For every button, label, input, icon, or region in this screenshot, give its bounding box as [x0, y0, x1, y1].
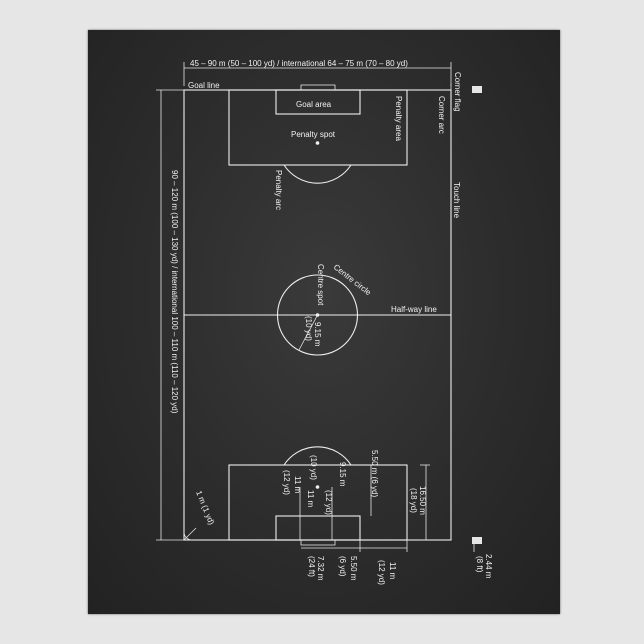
corner-radius-label: 1 m (1 yd) — [194, 489, 216, 526]
goal-area-depth-label: 5.50 m (6 yd) — [370, 450, 379, 497]
goal-line-label: Goal line — [188, 81, 220, 90]
top-penalty-spot — [316, 141, 320, 145]
spot-dist-m-label: 11 m — [293, 476, 302, 494]
penalty-arc-label: Penalty arc — [274, 170, 283, 210]
width-dimension-label: 45 – 90 m (50 – 100 yd) / international … — [190, 59, 408, 68]
penalty-depth-yd-label: (18 yd) — [409, 488, 418, 513]
length-dimension: 90 – 120 m (100 – 130 yd) / internationa… — [156, 90, 184, 540]
penalty-spot-label: Penalty spot — [291, 130, 336, 139]
bottom-penalty-spot — [316, 485, 320, 489]
chalkboard: 45 – 90 m (50 – 100 yd) / international … — [88, 30, 560, 614]
goal-width-m-label: 7.32 m — [316, 556, 325, 581]
pitch-diagram: 45 – 90 m (50 – 100 yd) / international … — [88, 30, 560, 614]
corner-radius-arrow — [184, 528, 196, 540]
goal-height-m-label: 2.44 m — [484, 554, 493, 579]
penalty-area-label: Penalty area — [394, 96, 403, 141]
top-goal — [301, 85, 335, 90]
width-dimension: 45 – 90 m (50 – 100 yd) / international … — [184, 59, 451, 86]
corner-flag-label: Corner flag — [453, 72, 462, 112]
centre-radius-m-label: 9.15 m — [313, 322, 322, 347]
centre-radius-yd-label: (10 yd) — [304, 316, 313, 341]
top-penalty-arc — [284, 165, 351, 183]
penalty-offset-yd-label: (12 yd) — [377, 560, 386, 585]
goal-height-ft-label: (8 ft) — [475, 556, 484, 573]
penalty-depth-m-label: 16.50 m — [418, 486, 427, 515]
goal-area-offset-m-label: 5.50 m — [349, 556, 358, 581]
arc-radius-m-label: 9.15 m — [338, 462, 347, 487]
centre-spot-label: Centre spot — [316, 264, 325, 306]
bottom-goal-area — [276, 516, 360, 540]
spot-dist2-m-label: 11 m — [306, 490, 315, 508]
arc-radius-yd-label: (10 yd) — [309, 455, 318, 480]
half-way-line-label: Half-way line — [391, 305, 437, 314]
spot-dist-yd-label: (12 yd) — [282, 470, 291, 495]
penalty-offset-m-label: 11 m — [388, 562, 397, 580]
spot-dist2-yd-label: (12 yd) — [324, 490, 333, 515]
bottom-goal — [301, 540, 335, 545]
corner-flag-bottom-right — [472, 537, 482, 544]
goal-area-offset-yd-label: (6 yd) — [338, 556, 347, 577]
corner-arc-label: Corner arc — [437, 96, 446, 134]
length-dimension-label: 90 – 120 m (100 – 130 yd) / internationa… — [170, 170, 179, 414]
goal-area-label: Goal area — [296, 100, 332, 109]
touch-line-label: Touch line — [452, 182, 461, 219]
goal-width-ft-label: (24 ft) — [307, 556, 316, 577]
